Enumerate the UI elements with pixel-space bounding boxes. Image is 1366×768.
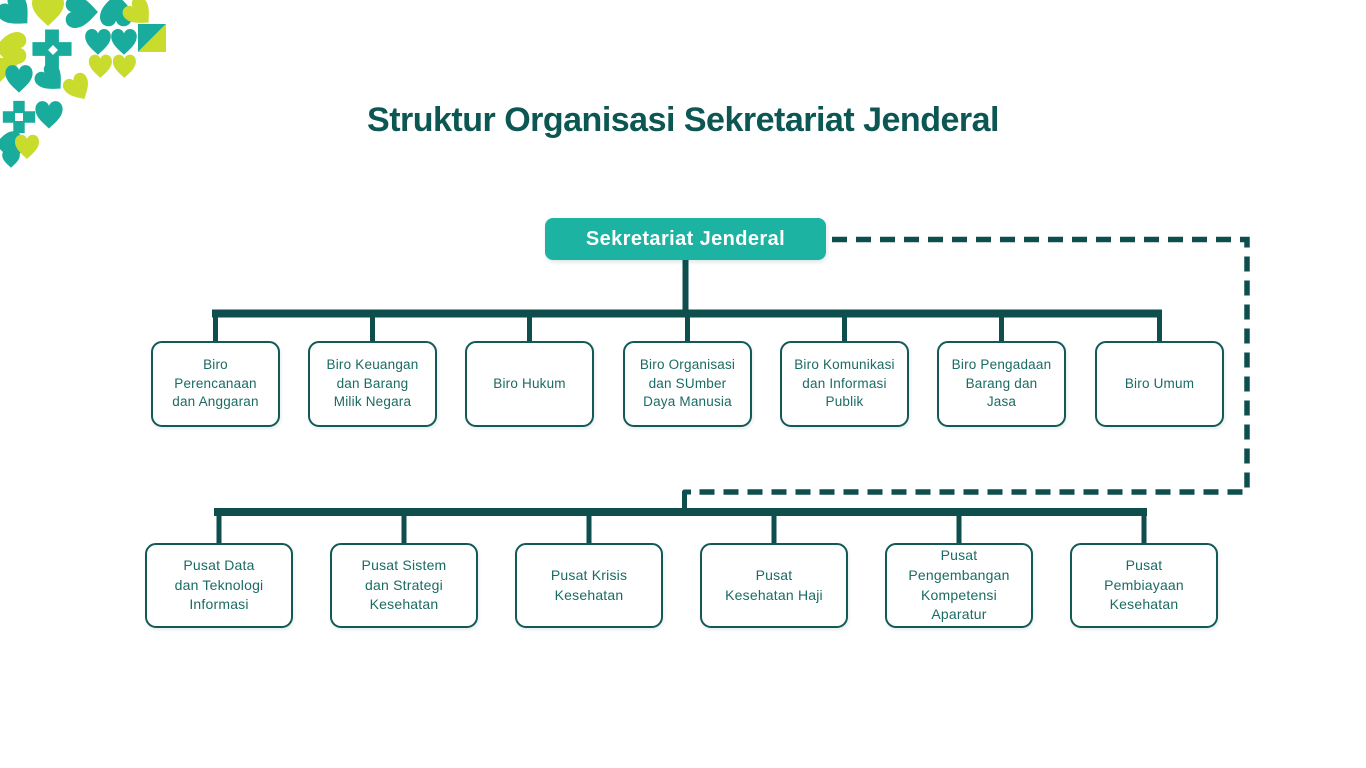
org-node-sekretariat-jenderal: Sekretariat Jenderal bbox=[545, 218, 826, 260]
org-node-label: Pusat Krisis Kesehatan bbox=[550, 566, 628, 603]
org-node-pusat-kesehatan-haji: Pusat Kesehatan Haji bbox=[700, 543, 848, 628]
org-node-pusat-pengembangan-kompetensi-aparatur: Pusat Pengembangan Kompetensi Aparatur bbox=[885, 543, 1033, 628]
org-node-label: Pusat Sistem dan Strategi Kesehatan bbox=[361, 557, 447, 613]
org-node-label: Biro Keuangan dan Barang Milik Negara bbox=[326, 356, 419, 410]
org-node-biro-komunikasi-dan-informasi-publik: Biro Komunikasi dan Informasi Publik bbox=[780, 341, 909, 427]
org-node-label: Biro Komunikasi dan Informasi Publik bbox=[794, 356, 895, 410]
org-node-label: Biro Hukum bbox=[493, 375, 566, 391]
org-node-label: Biro Umum bbox=[1124, 375, 1195, 391]
org-node-biro-perencanaan-dan-anggaran: Biro Perencanaan dan Anggaran bbox=[151, 341, 280, 427]
org-node-biro-pengadaan-barang-dan-jasa: Biro Pengadaan Barang dan Jasa bbox=[937, 341, 1066, 427]
org-node-label: Biro Pengadaan Barang dan Jasa bbox=[951, 356, 1052, 410]
org-node-pusat-pembiayaan-kesehatan: Pusat Pembiayaan Kesehatan bbox=[1070, 543, 1218, 628]
org-node-label: Biro Organisasi dan SUmber Daya Manusia bbox=[639, 356, 736, 410]
kemenkes-logo-pattern-icon bbox=[0, 0, 166, 168]
org-node-label: Pusat Kesehatan Haji bbox=[725, 566, 823, 603]
org-node-pusat-sistem-dan-strategi-kesehatan: Pusat Sistem dan Strategi Kesehatan bbox=[330, 543, 478, 628]
page-title: Struktur Organisasi Sekretariat Jenderal bbox=[367, 101, 999, 139]
org-node-label: Biro Perencanaan dan Anggaran bbox=[172, 356, 259, 410]
org-node-label: Pusat Pembiayaan Kesehatan bbox=[1104, 557, 1184, 613]
org-node-biro-organisasi-dan-sdm: Biro Organisasi dan SUmber Daya Manusia bbox=[623, 341, 752, 427]
org-node-label: Pusat Data dan Teknologi Informasi bbox=[174, 557, 264, 613]
org-node-biro-umum: Biro Umum bbox=[1095, 341, 1224, 427]
org-node-biro-hukum: Biro Hukum bbox=[465, 341, 594, 427]
org-node-pusat-data-dan-teknologi-informasi: Pusat Data dan Teknologi Informasi bbox=[145, 543, 293, 628]
org-node-label: Sekretariat Jenderal bbox=[585, 227, 786, 250]
org-node-biro-keuangan-dan-bmn: Biro Keuangan dan Barang Milik Negara bbox=[308, 341, 437, 427]
org-node-label: Pusat Pengembangan Kompetensi Aparatur bbox=[908, 547, 1010, 623]
org-node-pusat-krisis-kesehatan: Pusat Krisis Kesehatan bbox=[515, 543, 663, 628]
